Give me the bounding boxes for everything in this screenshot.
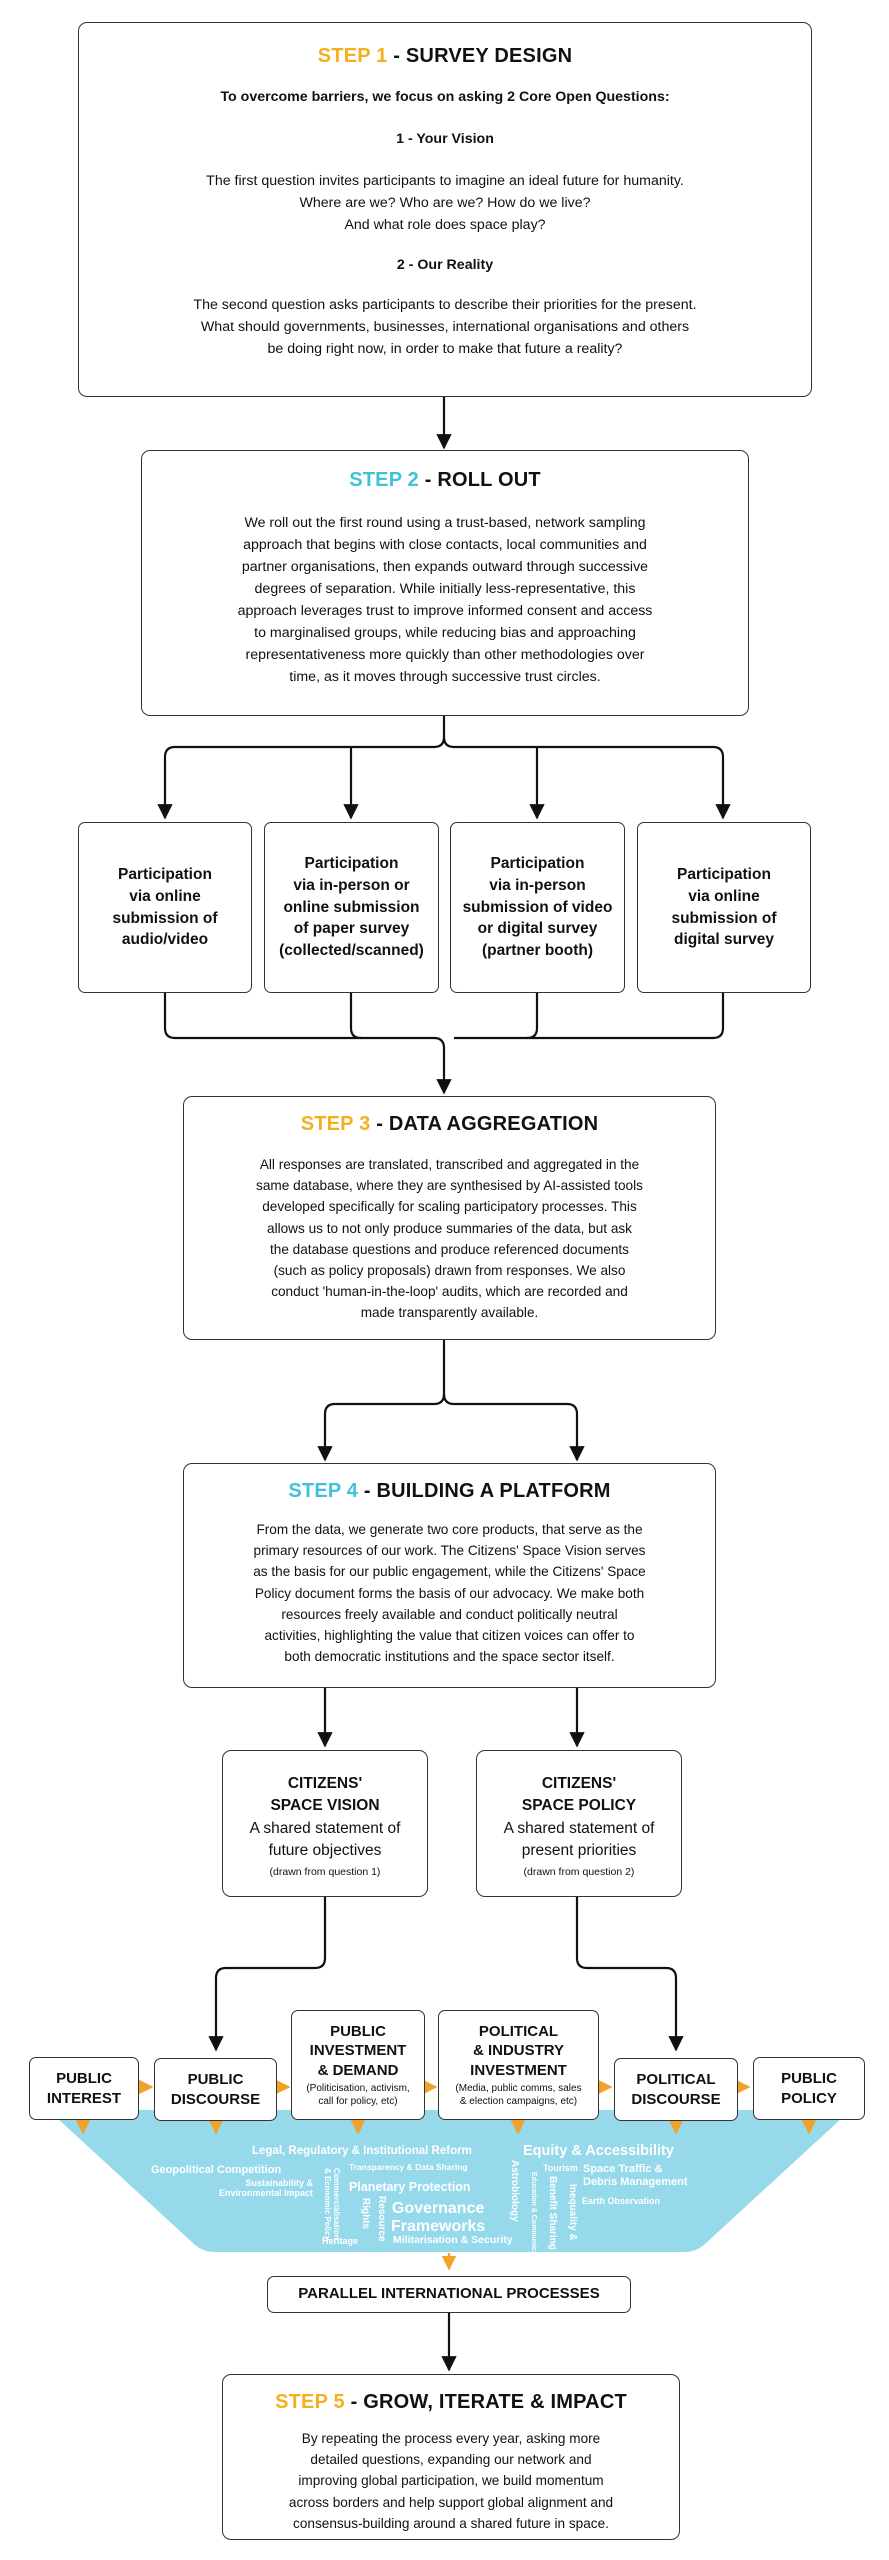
- question1-title: 1 - Your Vision: [396, 131, 494, 147]
- connector-split: [442, 1393, 585, 1462]
- topics-funnel: [50, 2110, 846, 2252]
- stage-public-interest: PUBLIC INTEREST: [29, 2057, 139, 2120]
- connector-policy: [575, 1897, 684, 2052]
- topic-label: Heritage: [322, 2236, 359, 2246]
- connector-vision: [208, 1897, 327, 2052]
- step2-box: STEP 2 - ROLL OUT We roll out the first …: [141, 450, 749, 716]
- step4-box: STEP 4 - BUILDING A PLATFORM From the da…: [183, 1463, 716, 1688]
- step4-text: From the data, we generate two core prod…: [253, 1522, 646, 1665]
- step1-title: STEP 1 - SURVEY DESIGN: [317, 45, 573, 67]
- topic-label: Transparency & Data Sharing: [349, 2162, 468, 2172]
- topic-label: Tourism: [543, 2163, 578, 2173]
- connector-branch: [442, 736, 731, 820]
- citizens-space-vision-box: CITIZENS' SPACE VISION A shared statemen…: [222, 1750, 428, 1897]
- topic-label-vertical: Education & Communication: [530, 2172, 537, 2268]
- step5-text: By repeating the process every year, ask…: [288, 2431, 614, 2531]
- stage-public-investment: PUBLIC INVESTMENT & DEMAND (Politicisati…: [291, 2010, 425, 2120]
- topic-label-vertical: Commercialisation & Economic Policy: [323, 2168, 341, 2241]
- vision-title: CITIZENS' SPACE VISION: [270, 1775, 380, 1815]
- stage-political-industry-investment: POLITICAL & INDUSTRY INVESTMENT (Media, …: [438, 2010, 599, 2120]
- topic-label: Equity & Accessibility: [523, 2143, 674, 2159]
- step3-text: All responses are translated, transcribe…: [256, 1157, 643, 1321]
- topic-label-vertical: Resource: [376, 2196, 387, 2242]
- vision-description: A shared statement of future objectives: [249, 1819, 401, 1860]
- stage-public-discourse: PUBLIC DISCOURSE: [154, 2058, 277, 2121]
- participation-option: Participation via in-person submission o…: [450, 822, 625, 993]
- connector-branch: [157, 716, 446, 820]
- connector-split: [317, 1340, 446, 1462]
- participation-option: Participation via online submission of a…: [78, 822, 252, 993]
- connector-merge: [163, 993, 452, 1095]
- stage-public-policy: PUBLIC POLICY: [753, 2057, 865, 2120]
- question2-text: The second question asks participants to…: [193, 297, 697, 357]
- connector-merge: [349, 993, 362, 1040]
- citizens-space-policy-box: CITIZENS' SPACE POLICY A shared statemen…: [476, 1750, 682, 1897]
- participation-option: Participation via online submission of d…: [637, 822, 811, 993]
- step2-title: STEP 2 - ROLL OUT: [349, 469, 541, 491]
- participation-option: Participation via in-person or online su…: [264, 822, 439, 993]
- vision-source: (drawn from question 1): [269, 1865, 381, 1878]
- topic-label: Sustainability & Environmental Impact: [218, 2178, 313, 2199]
- topic-label: Legal, Regulatory & Institutional Reform: [252, 2145, 472, 2157]
- topic-label: Militarisation & Security: [393, 2234, 513, 2246]
- step5-box: STEP 5 - GROW, ITERATE & IMPACT By repea…: [222, 2374, 680, 2540]
- stage-political-discourse: POLITICAL DISCOURSE: [614, 2058, 738, 2121]
- step1-box: STEP 1 - SURVEY DESIGN To overcome barri…: [78, 22, 812, 397]
- topic-label-vertical: Rights: [360, 2198, 371, 2230]
- step2-text: We roll out the first round using a trus…: [237, 515, 653, 685]
- topic-label-vertical: Inequality &: [567, 2184, 578, 2241]
- question1-text: The first question invites participants …: [206, 173, 684, 233]
- topic-label-vertical: Astrobiology: [509, 2160, 520, 2222]
- topic-label: Earth Observation: [582, 2196, 661, 2206]
- step3-title: STEP 3 - DATA AGGREGATION: [300, 1113, 599, 1135]
- policy-source: (drawn from question 2): [523, 1865, 635, 1878]
- topic-label: Governance Frameworks: [391, 2200, 486, 2236]
- parallel-processes-box: PARALLEL INTERNATIONAL PROCESSES: [267, 2276, 631, 2313]
- step5-title: STEP 5 - GROW, ITERATE & IMPACT: [275, 2391, 627, 2413]
- topic-label: Geopolitical Competition: [151, 2164, 282, 2176]
- question2-title: 2 - Our Reality: [396, 257, 494, 273]
- step1-intro: To overcome barriers, we focus on asking…: [220, 89, 670, 105]
- step3-box: STEP 3 - DATA AGGREGATION All responses …: [183, 1096, 716, 1340]
- connector-merge: [526, 993, 539, 1040]
- topic-label: Planetary Protection: [349, 2180, 471, 2194]
- connector-merge: [454, 993, 725, 1040]
- policy-title: CITIZENS' SPACE POLICY: [521, 1775, 637, 1815]
- topic-label: Space Traffic & Debris Management: [583, 2163, 688, 2188]
- topic-label-vertical: Benefit Sharing: [547, 2176, 558, 2250]
- policy-description: A shared statement of present priorities: [503, 1819, 655, 1860]
- step4-title: STEP 4 - BUILDING A PLATFORM: [288, 1480, 611, 1502]
